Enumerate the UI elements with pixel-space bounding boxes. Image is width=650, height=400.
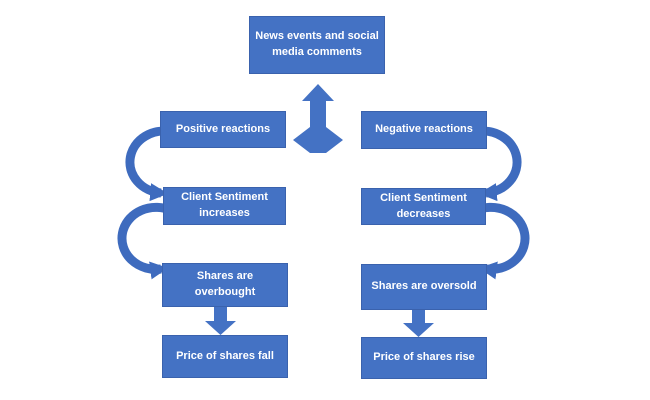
curved-arrow-right-bottom-icon — [473, 202, 530, 280]
price-shares-rise-box: Price of shares rise — [361, 337, 487, 379]
three-way-arrow-icon — [293, 84, 343, 153]
down-arrow-right-icon — [403, 309, 434, 337]
curved-arrow-left-top-icon — [125, 126, 173, 202]
news-events-box: News events and social media comments — [249, 16, 385, 74]
curved-arrow-right-top-icon — [474, 126, 522, 202]
client-sentiment-decreases-box: Client Sentiment decreases — [361, 188, 486, 225]
client-sentiment-increases-box: Client Sentiment increases — [163, 187, 286, 225]
price-shares-fall-box: Price of shares fall — [162, 335, 288, 378]
negative-reactions-box: Negative reactions — [361, 111, 487, 149]
curved-arrow-left-bottom-icon — [117, 202, 174, 280]
down-arrow-left-icon — [205, 307, 236, 335]
shares-oversold-box: Shares are oversold — [361, 264, 487, 310]
shares-overbought-box: Shares are overbought — [162, 263, 288, 307]
positive-reactions-box: Positive reactions — [160, 111, 286, 148]
